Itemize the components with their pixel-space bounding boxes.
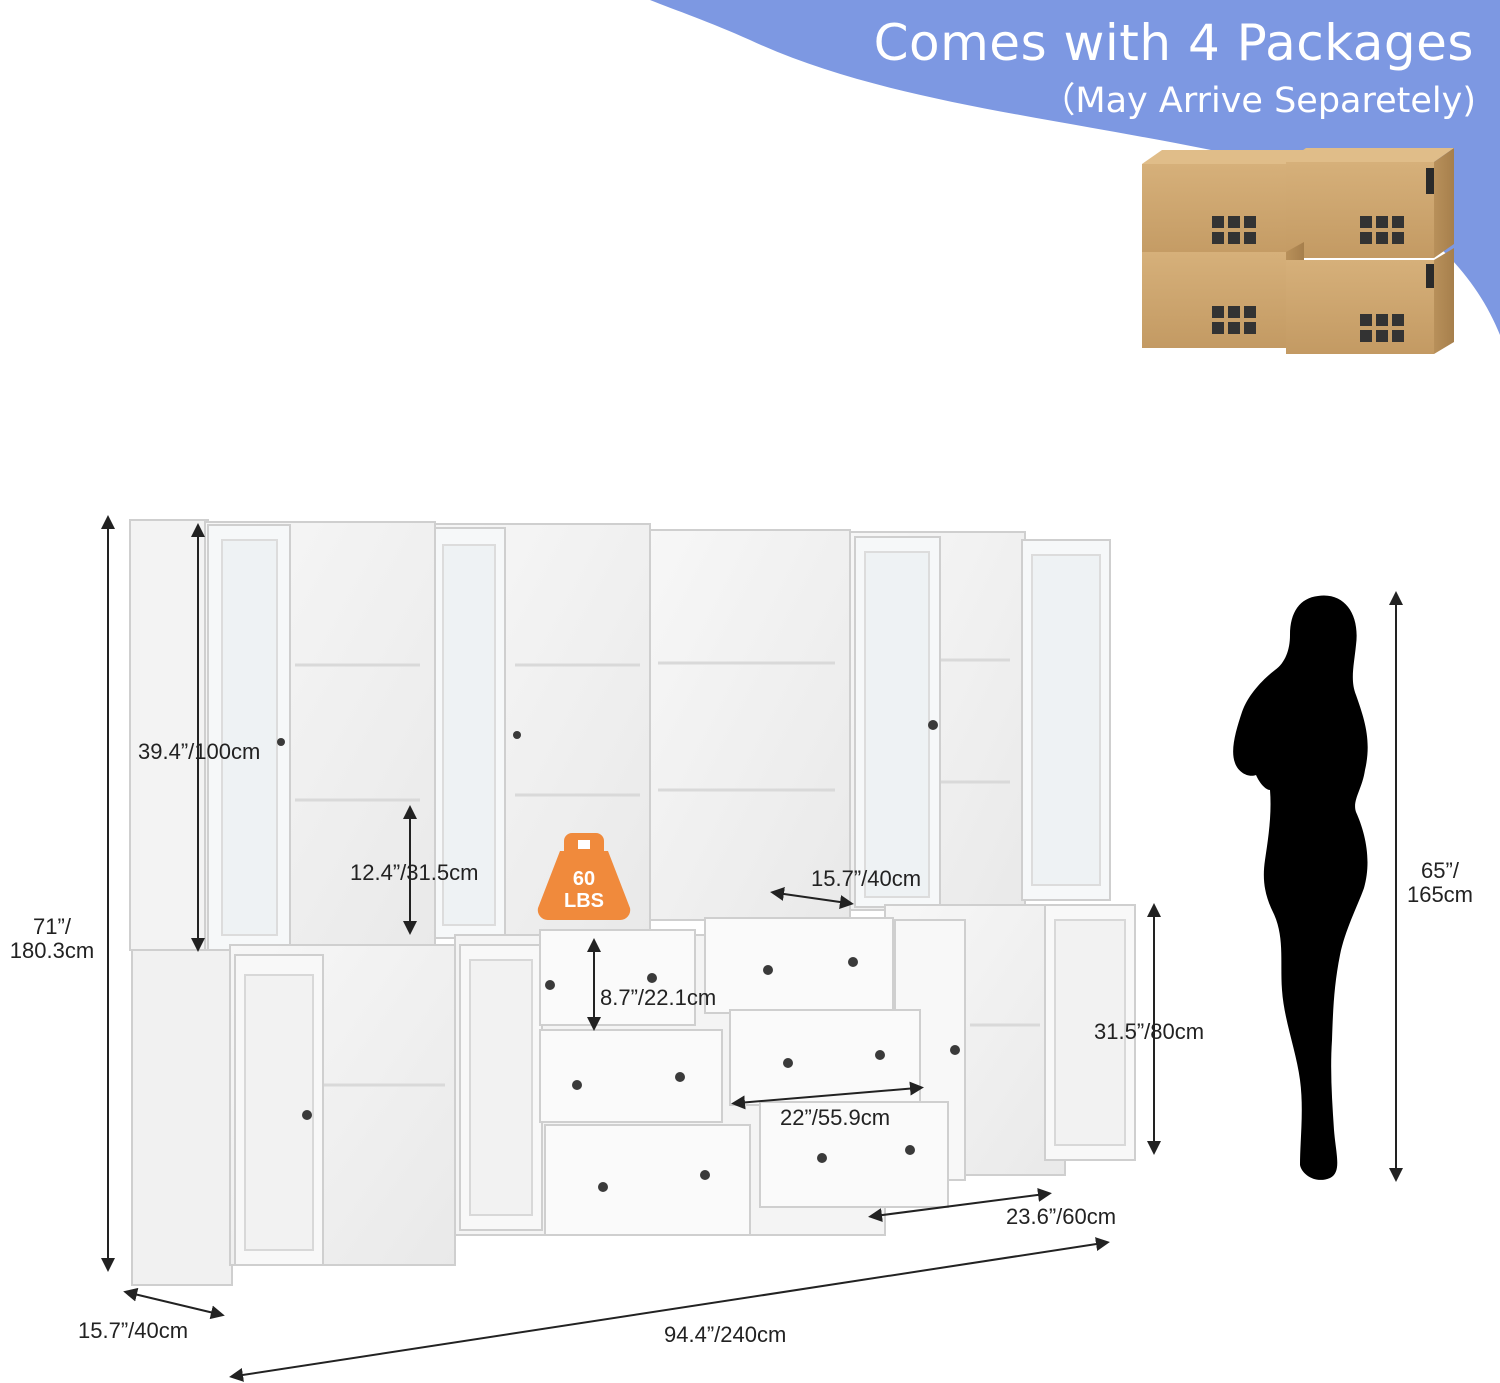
dim-person-height-in: 65”/ xyxy=(1421,858,1459,883)
dim-lower-width: 23.6”/60cm xyxy=(1006,1204,1117,1229)
banner-background xyxy=(650,0,1500,335)
dim-total-height: 71”/ 180.3cm xyxy=(0,914,104,964)
storage-cabinet-set xyxy=(129,519,1136,1286)
cardboard-box-icon xyxy=(1286,148,1454,258)
cardboard-box-icon xyxy=(1142,242,1304,348)
package-boxes xyxy=(1142,148,1454,354)
dim-shelf-height: 12.4”/31.5cm xyxy=(350,860,479,885)
weight-badge-icon xyxy=(537,833,631,921)
dim-total-height-in: 71”/ xyxy=(33,914,71,939)
dim-upper-cabinet-height: 39.4”/100cm xyxy=(138,739,261,764)
cardboard-box-icon xyxy=(1142,150,1306,260)
weight-value: 60 xyxy=(573,868,595,890)
banner-title: Comes with 4 Packages xyxy=(873,14,1474,72)
dim-drawer-width: 22”/55.9cm xyxy=(780,1105,891,1130)
cardboard-box-icon xyxy=(1286,248,1454,354)
dimension-lines xyxy=(101,515,1403,1382)
dim-total-height-cm: 180.3cm xyxy=(9,938,95,964)
cabinet-knobs xyxy=(277,720,960,1192)
banner-subtitle: （May Arrive Separetely) xyxy=(1040,81,1476,121)
weight-unit: LBS xyxy=(564,890,604,912)
dim-drawer-height: 8.7”/22.1cm xyxy=(600,985,717,1010)
dim-shelf-width: 15.7”/40cm xyxy=(811,866,922,891)
dim-total-width: 94.4”/240cm xyxy=(664,1322,787,1347)
dim-person-height-cm: 165cm xyxy=(1406,882,1474,908)
person-silhouette-icon xyxy=(1233,595,1368,1180)
dim-lower-cabinet-height: 31.5”/80cm xyxy=(1094,1019,1205,1044)
dim-depth: 15.7”/40cm xyxy=(78,1318,189,1343)
dim-person-height: 65”/ 165cm xyxy=(1398,858,1482,908)
